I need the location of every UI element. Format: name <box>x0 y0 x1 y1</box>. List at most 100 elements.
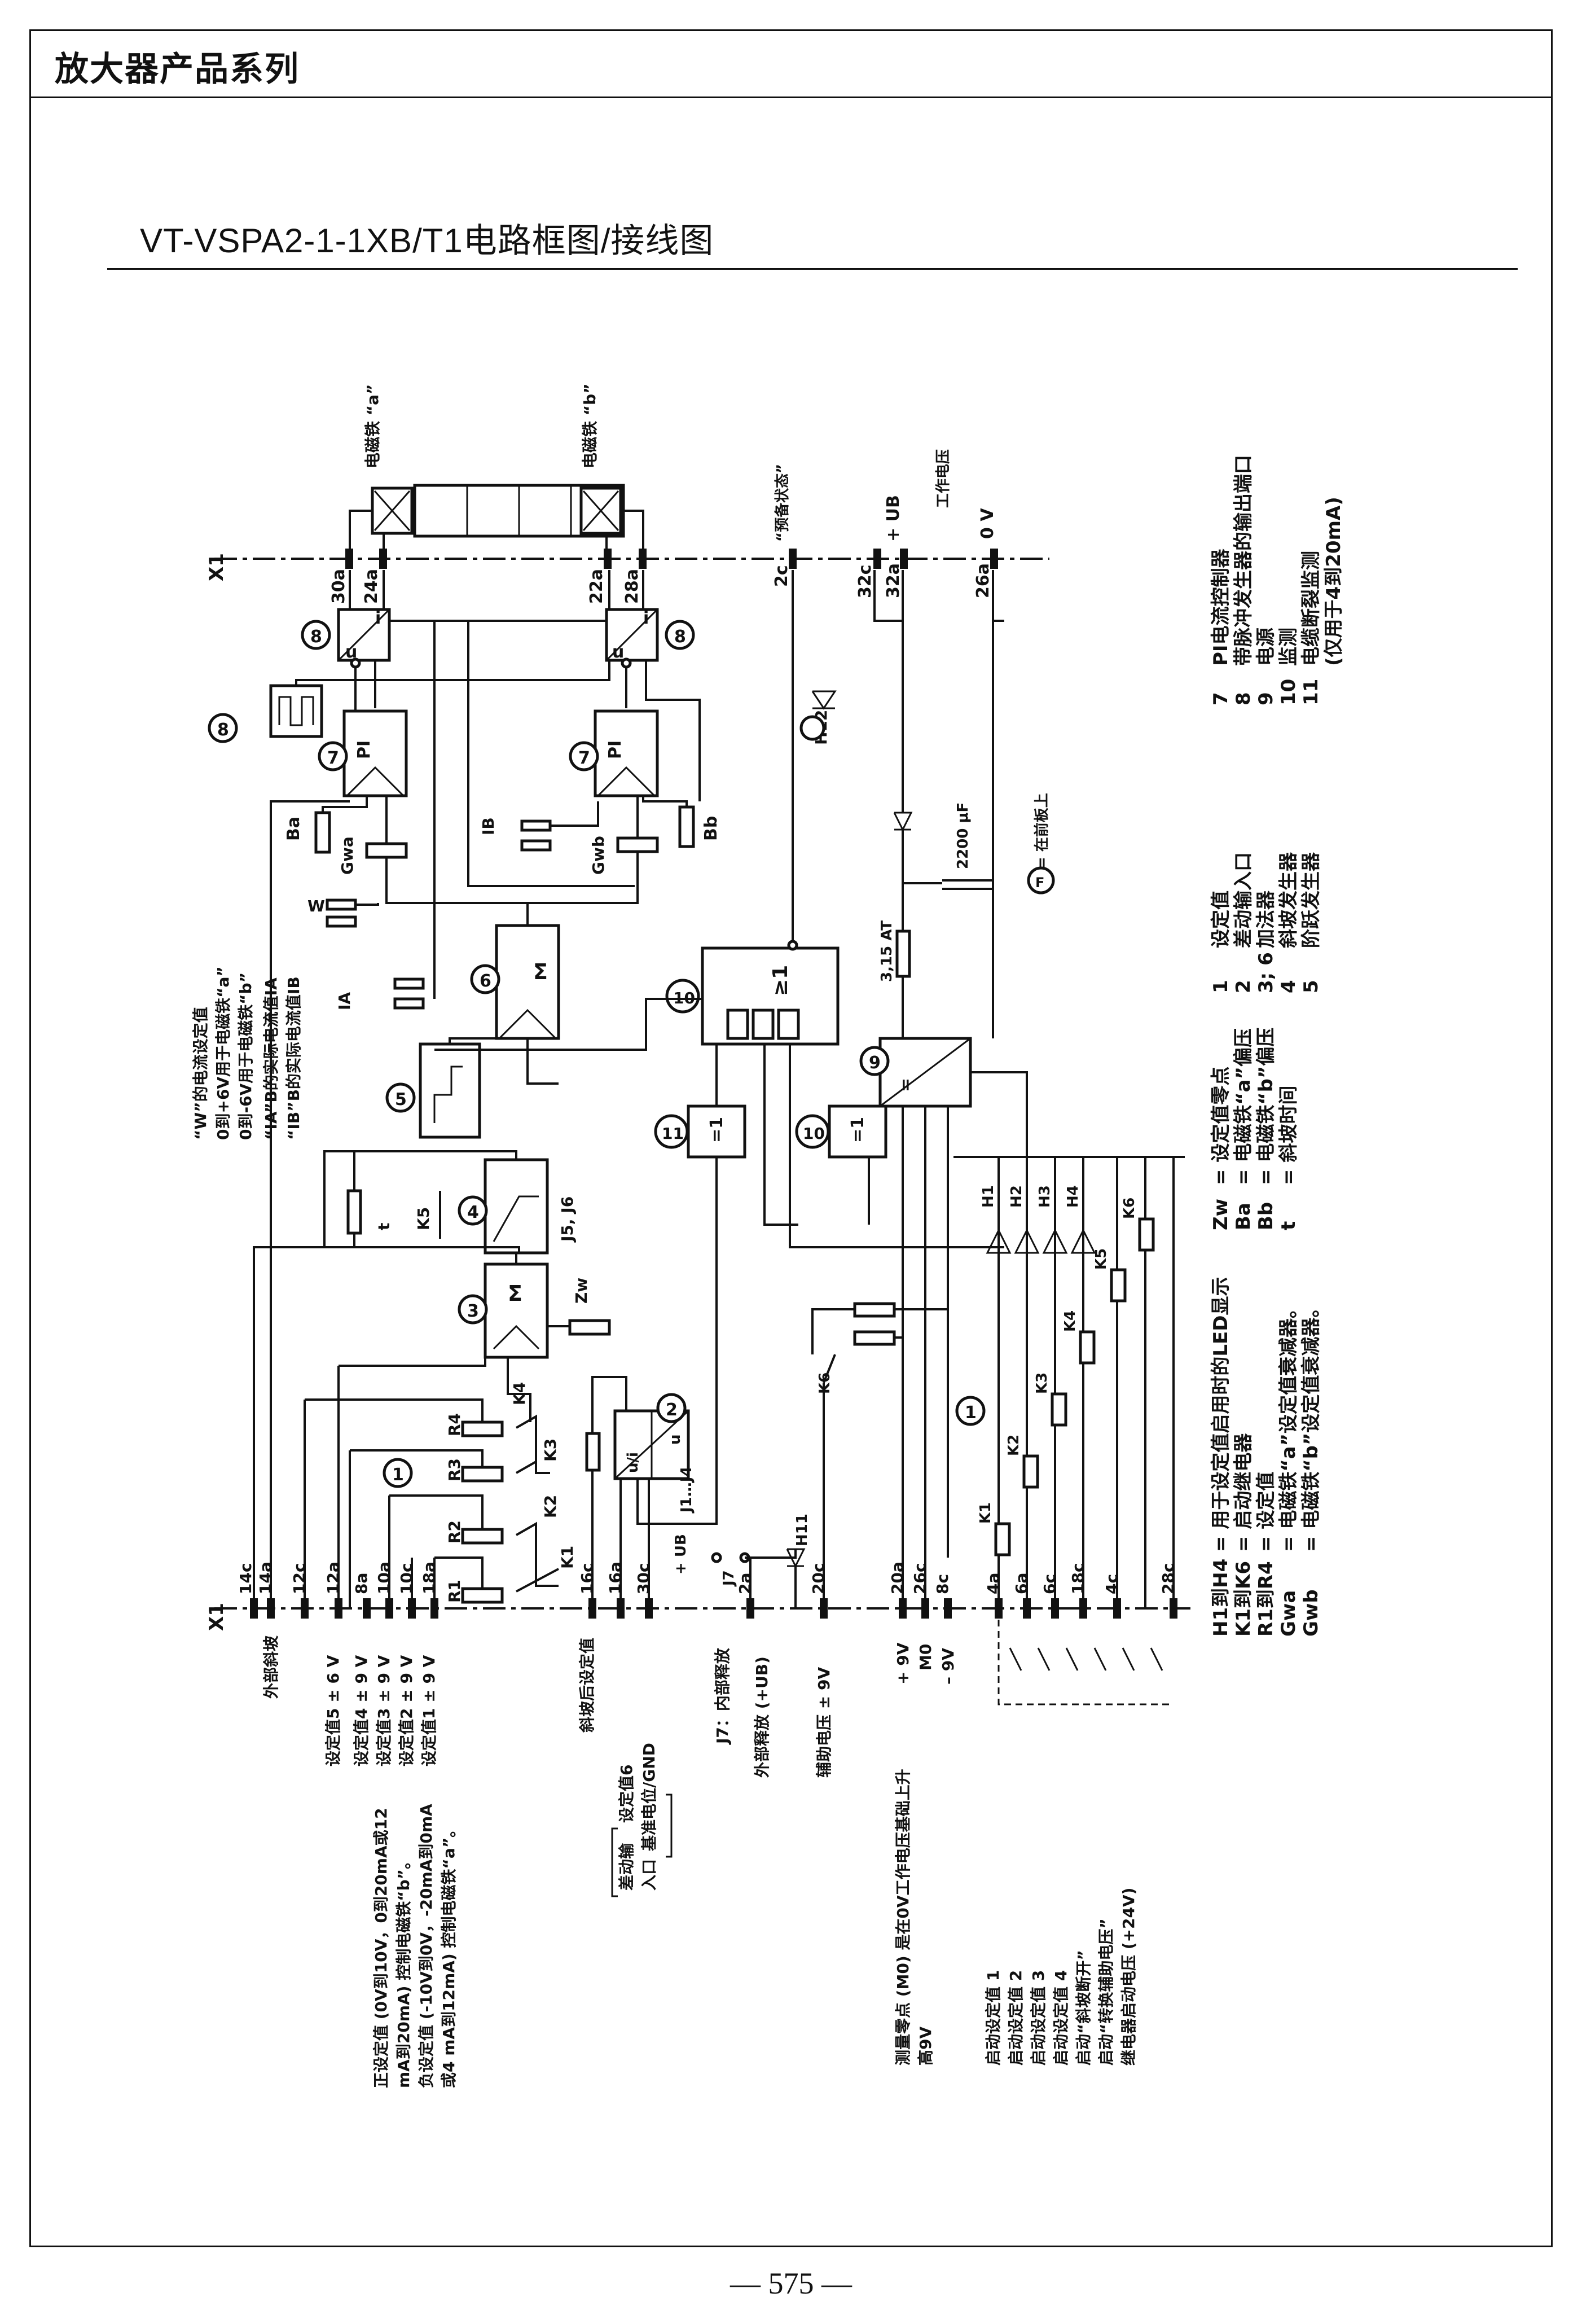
ref-gnd-label: 基准电位/GND <box>640 1743 658 1851</box>
svg-text:H1到H4: H1到H4 <box>1210 1559 1232 1637</box>
svg-text:带脉冲发生器的输出端口: 带脉冲发生器的输出端口 <box>1232 455 1255 666</box>
svg-text:Gwa: Gwa <box>1277 1590 1300 1637</box>
m0-label: M0 <box>916 1644 935 1670</box>
ib-socket <box>520 819 552 832</box>
svg-text:11: 11 <box>1300 679 1322 705</box>
relay-k1-label: K1 <box>977 1502 994 1524</box>
svg-text:5: 5 <box>395 1090 407 1110</box>
summing-block-3 <box>484 1262 549 1359</box>
ba-potentiometer <box>314 811 331 854</box>
minus-9v-label: – 9V <box>939 1648 957 1685</box>
svg-text:u/i: u/i <box>625 1452 641 1473</box>
svg-text:30c: 30c <box>634 1563 653 1594</box>
svg-text:8a: 8a <box>352 1573 371 1594</box>
svg-text:J5, J6: J5, J6 <box>558 1196 577 1243</box>
marker-3 <box>458 1294 488 1325</box>
plus-9v-label: + 9V <box>894 1642 912 1685</box>
svg-text:4a: 4a <box>984 1573 1003 1594</box>
svg-text:0到+6V用于电磁铁“a”: 0到+6V用于电磁铁“a” <box>214 966 232 1140</box>
svg-text:1: 1 <box>392 1465 404 1485</box>
ub-label: + UB <box>884 495 903 542</box>
svg-text:10: 10 <box>803 1124 825 1143</box>
svg-text:= 斜坡时间: = 斜坡时间 <box>1277 1086 1300 1185</box>
top-terminal-30a: 30a <box>329 569 349 604</box>
marker-5 <box>385 1082 416 1113</box>
svg-text:11: 11 <box>662 1124 684 1143</box>
svg-text:1: 1 <box>965 1403 977 1423</box>
r2-potentiometer <box>461 1528 504 1545</box>
svg-text:8: 8 <box>310 627 322 647</box>
pi-controller-a <box>342 709 408 797</box>
svg-text:差动输入口: 差动输入口 <box>1232 852 1255 948</box>
setpoint-6-label: 设定值6 <box>617 1765 636 1823</box>
r3-potentiometer <box>461 1466 504 1483</box>
svg-text:PI: PI <box>605 740 625 759</box>
j7-release-label: J7：内部释放 <box>713 1647 732 1745</box>
marker-4 <box>458 1195 488 1226</box>
marker-6 <box>470 964 500 994</box>
ub-input-label: + UB <box>673 1534 689 1575</box>
bb-potentiometer <box>678 805 695 848</box>
ready-label: “预备状态” <box>774 464 791 542</box>
top-terminals <box>345 549 998 569</box>
setpoint-note-4: 或4 mA到12mA) 控制电磁铁“a”。 <box>440 1822 458 2088</box>
w-socket <box>326 898 357 911</box>
top-terminal-28a: 28a <box>622 569 642 604</box>
diff-input-label-2: 入口 <box>640 1859 658 1891</box>
svg-text:12a: 12a <box>324 1562 342 1594</box>
aux-resistor-2 <box>853 1330 896 1346</box>
svg-text:5: 5 <box>1300 980 1322 993</box>
w-socket-label: W <box>307 897 325 915</box>
svg-text:=1: =1 <box>707 1117 727 1143</box>
svg-text:K1到K6: K1到K6 <box>1232 1561 1255 1637</box>
after-ramp-label: 斜坡后设定值 <box>578 1638 596 1733</box>
svg-text:设定值: 设定值 <box>1210 891 1232 948</box>
work-voltage-label: 工作电压 <box>935 449 952 508</box>
svg-text:7: 7 <box>1210 692 1232 705</box>
top-terminal-26a: 26a <box>973 563 993 598</box>
marker-9 <box>859 1046 890 1076</box>
ext-ramp-label: 外部斜坡 <box>262 1635 280 1699</box>
marker-8c <box>208 713 238 743</box>
svg-text:10: 10 <box>1277 679 1300 705</box>
svg-text:12c: 12c <box>290 1563 309 1594</box>
legend-numbered: 1 设定值 2 差动输入口 3; 6 加法器 4 斜坡发生器 5 阶跃发生器 7… <box>1210 455 1345 993</box>
h11-label: H11 <box>794 1514 811 1546</box>
front-panel-marker <box>1027 866 1055 894</box>
top-terminal-32c: 32c <box>855 564 875 598</box>
start-setpoint-4: 启动设定值 4 <box>1052 1970 1070 2066</box>
top-terminal-24a: 24a <box>362 569 381 604</box>
page-frame <box>29 29 1553 2247</box>
summing-block-6 <box>495 924 560 1040</box>
svg-text:PI: PI <box>354 740 374 759</box>
relay-start-voltage: 继电器启动电压 (+24V) <box>1119 1888 1138 2066</box>
svg-text:Gwa: Gwa <box>338 836 357 875</box>
header-bar: 放大器产品系列 <box>29 29 1553 98</box>
svg-text:K1: K1 <box>558 1546 577 1569</box>
svg-text:Ba: Ba <box>284 817 304 841</box>
svg-text:Σ: Σ <box>508 1281 522 1306</box>
marker-10a <box>665 979 700 1014</box>
svg-text:阶跃发生器: 阶跃发生器 <box>1300 852 1322 948</box>
relay-k4-label: K4 <box>1062 1310 1079 1332</box>
svg-text:K5: K5 <box>414 1207 433 1230</box>
relay-k6-label: K6 <box>1121 1198 1138 1219</box>
svg-text:2a: 2a <box>736 1573 754 1594</box>
svg-text:10c: 10c <box>397 1563 416 1594</box>
svg-text:= 用于设定值启用时的LED显示: = 用于设定值启用时的LED显示 <box>1210 1277 1232 1552</box>
svg-text:3: 3 <box>467 1301 479 1321</box>
page-number: — 575 — <box>730 2266 852 2300</box>
bottom-terminal-labels: 14c 14a 12c 12a 8a 10a 10c 18a 16c 16a 3… <box>236 1562 1177 1594</box>
svg-text:7: 7 <box>327 748 339 768</box>
front-panel-note: = 在前板上 <box>1033 793 1051 869</box>
diff-input-label-1: 差动输 <box>617 1843 636 1891</box>
svg-text:Ba: Ba <box>1232 1203 1255 1230</box>
solenoid-a-label: 电磁铁 “a” <box>363 384 382 468</box>
svg-text:= 电磁铁“b”设定值衰减器。: = 电磁铁“b”设定值衰减器。 <box>1300 1299 1322 1552</box>
svg-text:t: t <box>1277 1221 1300 1230</box>
relay-coils <box>994 1217 1155 1556</box>
setpoint-4-label: 设定值4 ± 9 V <box>352 1655 371 1766</box>
svg-text:14a: 14a <box>256 1562 275 1594</box>
svg-text:20a: 20a <box>888 1562 907 1594</box>
svg-text:Gwb: Gwb <box>1300 1589 1322 1637</box>
